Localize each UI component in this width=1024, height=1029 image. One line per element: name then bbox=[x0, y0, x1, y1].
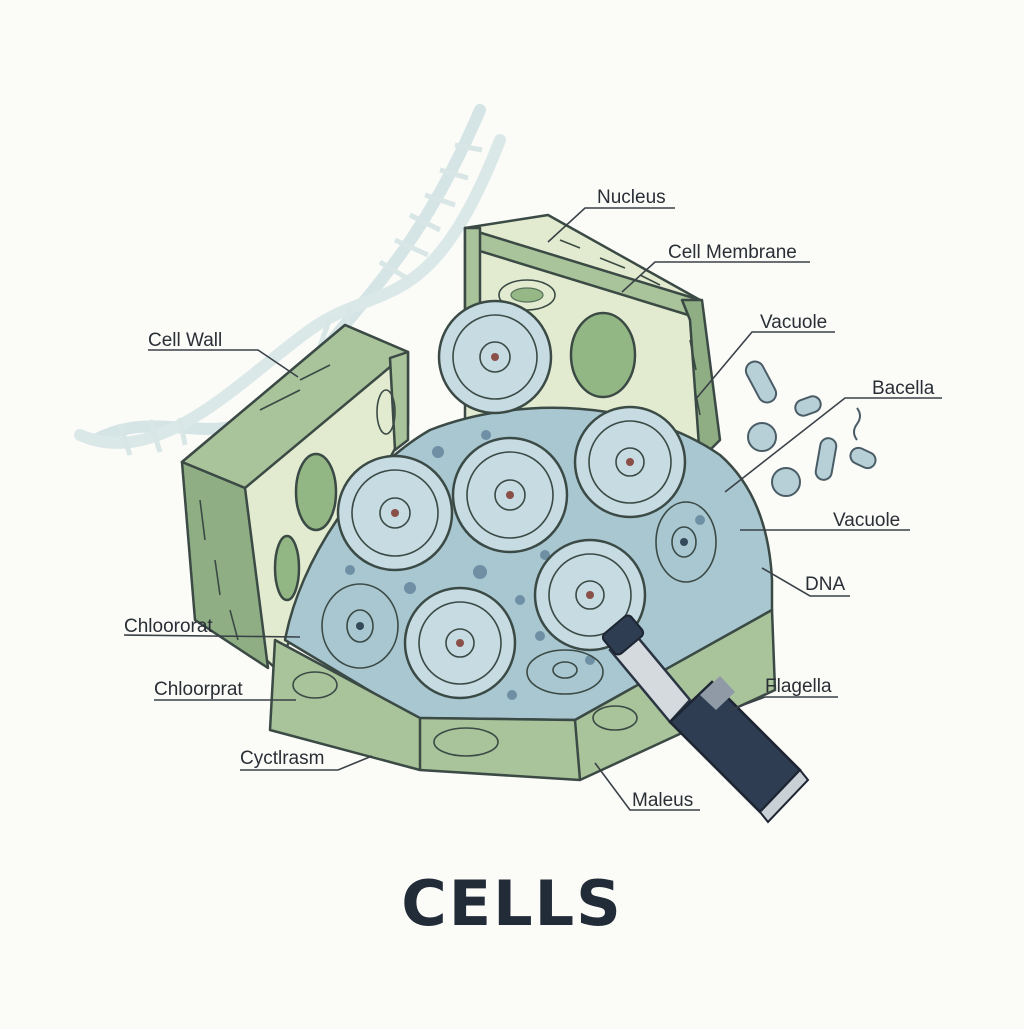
label-cell-membrane: Cell Membrane bbox=[668, 242, 797, 263]
leader-lines bbox=[123, 207, 942, 811]
cell-bottom bbox=[403, 586, 517, 700]
label-vacuole-mid: Vacuole bbox=[833, 510, 900, 531]
label-bacella: Bacella bbox=[872, 378, 935, 399]
cell-upper-right bbox=[573, 405, 687, 519]
label-nucleus: Nucleus bbox=[597, 187, 666, 208]
cell-top bbox=[437, 299, 553, 415]
microscope-illustration bbox=[601, 614, 810, 824]
label-chloorprat: Chloorprat bbox=[154, 679, 243, 700]
cell-small-right bbox=[655, 501, 717, 583]
cell-small-bottom bbox=[526, 649, 604, 695]
cell-small-left bbox=[321, 583, 399, 669]
label-chloororat: Chloororat bbox=[124, 616, 213, 637]
diagram-title: CELLS bbox=[401, 867, 623, 940]
plant-cell-block-left bbox=[180, 323, 410, 670]
label-cyctlrasm: Cyctlrasm bbox=[240, 748, 324, 769]
label-vacuole-top: Vacuole bbox=[760, 312, 827, 333]
label-cell-wall: Cell Wall bbox=[148, 330, 222, 351]
label-maleus: Maleus bbox=[632, 790, 693, 811]
cell-left bbox=[336, 454, 454, 572]
label-dna: DNA bbox=[805, 574, 845, 595]
labels: Nucleus Cell Membrane Vacuole Bacella Va… bbox=[124, 187, 935, 811]
cell-nuclei-group bbox=[321, 299, 717, 700]
label-flagella: Flagella bbox=[765, 676, 832, 697]
cell-center bbox=[451, 436, 569, 554]
bacteria-group bbox=[744, 360, 877, 497]
